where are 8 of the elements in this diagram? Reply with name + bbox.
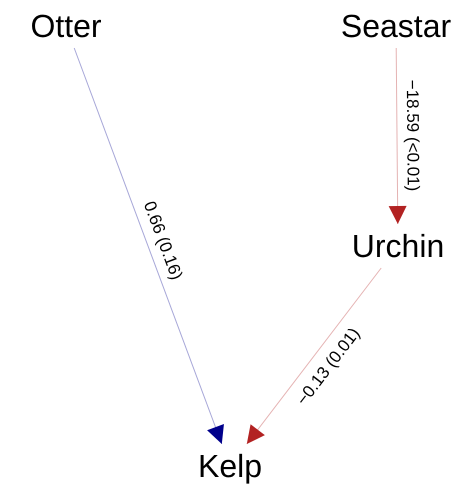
edge-label: −18.59 (<0.01) [402, 80, 423, 192]
node-label: Otter [30, 8, 102, 44]
node-label: Seastar [340, 8, 452, 44]
arrow [246, 268, 382, 444]
arrow [74, 48, 224, 444]
node-label: Kelp [198, 448, 262, 484]
arrow [388, 48, 407, 224]
node-label: Urchin [352, 228, 444, 264]
